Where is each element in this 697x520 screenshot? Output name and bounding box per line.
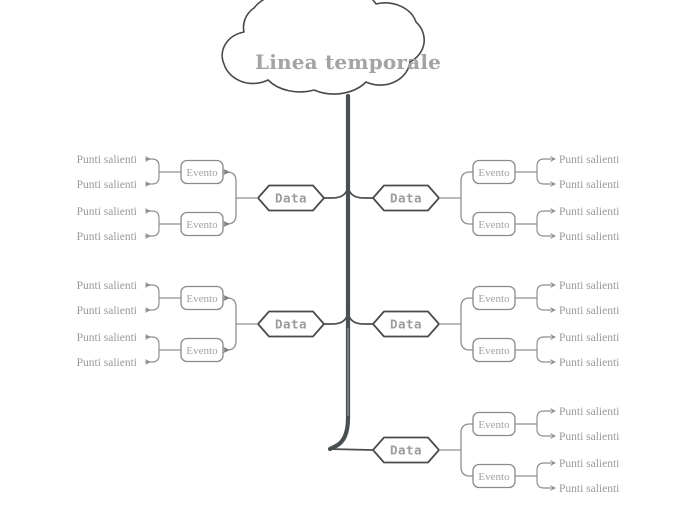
data-to-evento-connector (223, 168, 237, 198)
evento-to-leaf-connector (145, 298, 160, 313)
punti-salienti-leaf[interactable]: Punti salienti (559, 431, 619, 443)
evento-to-leaf-connector (536, 476, 556, 491)
evento-node-label: Evento (478, 345, 510, 357)
evento-node-label: Evento (186, 345, 218, 357)
punti-salienti-leaf[interactable]: Punti salienti (559, 483, 619, 495)
evento-to-leaf-connector (536, 298, 556, 313)
evento-node-label: Evento (478, 419, 510, 431)
punti-salienti-leaf[interactable]: Punti salienti (77, 305, 137, 317)
data-node-label: Data (275, 191, 307, 206)
evento-node-label: Evento (186, 219, 218, 231)
punti-salienti-leaf[interactable]: Punti salienti (559, 154, 619, 166)
data-to-evento-connector (223, 294, 237, 324)
evento-to-leaf-connector (145, 282, 160, 298)
main-trunk (327, 93, 351, 452)
evento-to-leaf-connector (145, 334, 160, 350)
evento-to-leaf-connector (536, 224, 556, 239)
trunk-spine (327, 93, 351, 452)
punti-salienti-leaf[interactable]: Punti salienti (559, 206, 619, 218)
evento-to-leaf-connector (145, 224, 160, 239)
evento-to-leaf-connector (536, 282, 556, 298)
evento-to-leaf-connector (536, 156, 556, 172)
root-label: Linea temporale (255, 50, 441, 74)
evento-node-label: Evento (478, 167, 510, 179)
evento-to-leaf-connector (536, 350, 556, 365)
punti-salienti-leaf[interactable]: Punti salienti (559, 280, 619, 292)
evento-to-leaf-connector (145, 208, 160, 224)
data-node-label: Data (390, 191, 422, 206)
data-to-evento-connector (223, 324, 237, 354)
evento-to-leaf-connector (145, 350, 160, 365)
data-node-label: Data (390, 443, 422, 458)
evento-to-leaf-connector (536, 334, 556, 350)
data-to-evento-connector (460, 450, 479, 480)
punti-salienti-leaf[interactable]: Punti salienti (77, 280, 137, 292)
evento-to-leaf-connector (536, 172, 556, 187)
trunk-to-data-connector (347, 309, 374, 325)
trunk-to-data-connector (328, 448, 374, 451)
data-to-evento-connector (460, 198, 479, 228)
evento-to-leaf-connector (145, 172, 160, 187)
punti-salienti-leaf[interactable]: Punti salienti (77, 206, 137, 218)
data-node-shape[interactable] (256, 310, 326, 338)
punti-salienti-leaf[interactable]: Punti salienti (77, 154, 137, 166)
data-to-evento-connector (460, 168, 479, 198)
evento-to-leaf-connector (536, 460, 556, 476)
data-to-evento-connector (223, 198, 237, 228)
evento-to-leaf-connector (536, 424, 556, 439)
punti-salienti-leaf[interactable]: Punti salienti (559, 406, 619, 418)
evento-to-leaf-connector (536, 208, 556, 224)
evento-node-label: Evento (186, 293, 218, 305)
data-to-evento-connector (460, 420, 479, 450)
punti-salienti-leaf[interactable]: Punti salienti (559, 179, 619, 191)
evento-to-leaf-connector (536, 408, 556, 424)
evento-node-label: Evento (478, 471, 510, 483)
punti-salienti-leaf[interactable]: Punti salienti (559, 357, 619, 369)
evento-node-label: Evento (186, 167, 218, 179)
data-node-label: Data (275, 317, 307, 332)
evento-node-label: Evento (478, 293, 510, 305)
punti-salienti-leaf[interactable]: Punti salienti (77, 179, 137, 191)
punti-salienti-leaf[interactable]: Punti salienti (559, 458, 619, 470)
punti-salienti-leaf[interactable]: Punti salienti (559, 332, 619, 344)
punti-salienti-leaf[interactable]: Punti salienti (77, 231, 137, 243)
punti-salienti-leaf[interactable]: Punti salienti (559, 305, 619, 317)
punti-salienti-leaf[interactable]: Punti salienti (559, 231, 619, 243)
cloud-shape[interactable] (221, 0, 426, 95)
punti-salienti-leaf[interactable]: Punti salienti (77, 332, 137, 344)
data-to-evento-connector (460, 324, 479, 354)
data-node-shape[interactable] (256, 184, 326, 212)
data-node-label: Data (390, 317, 422, 332)
trunk-to-data-connector (323, 309, 349, 325)
evento-node-label: Evento (478, 219, 510, 231)
trunk-to-data-connector (323, 183, 349, 199)
punti-salienti-leaf[interactable]: Punti salienti (77, 357, 137, 369)
trunk-to-data-connector (347, 183, 374, 199)
data-to-evento-connector (460, 294, 479, 324)
root-node-cloud[interactable]: Linea temporale (221, 0, 441, 95)
evento-to-leaf-connector (145, 156, 160, 172)
